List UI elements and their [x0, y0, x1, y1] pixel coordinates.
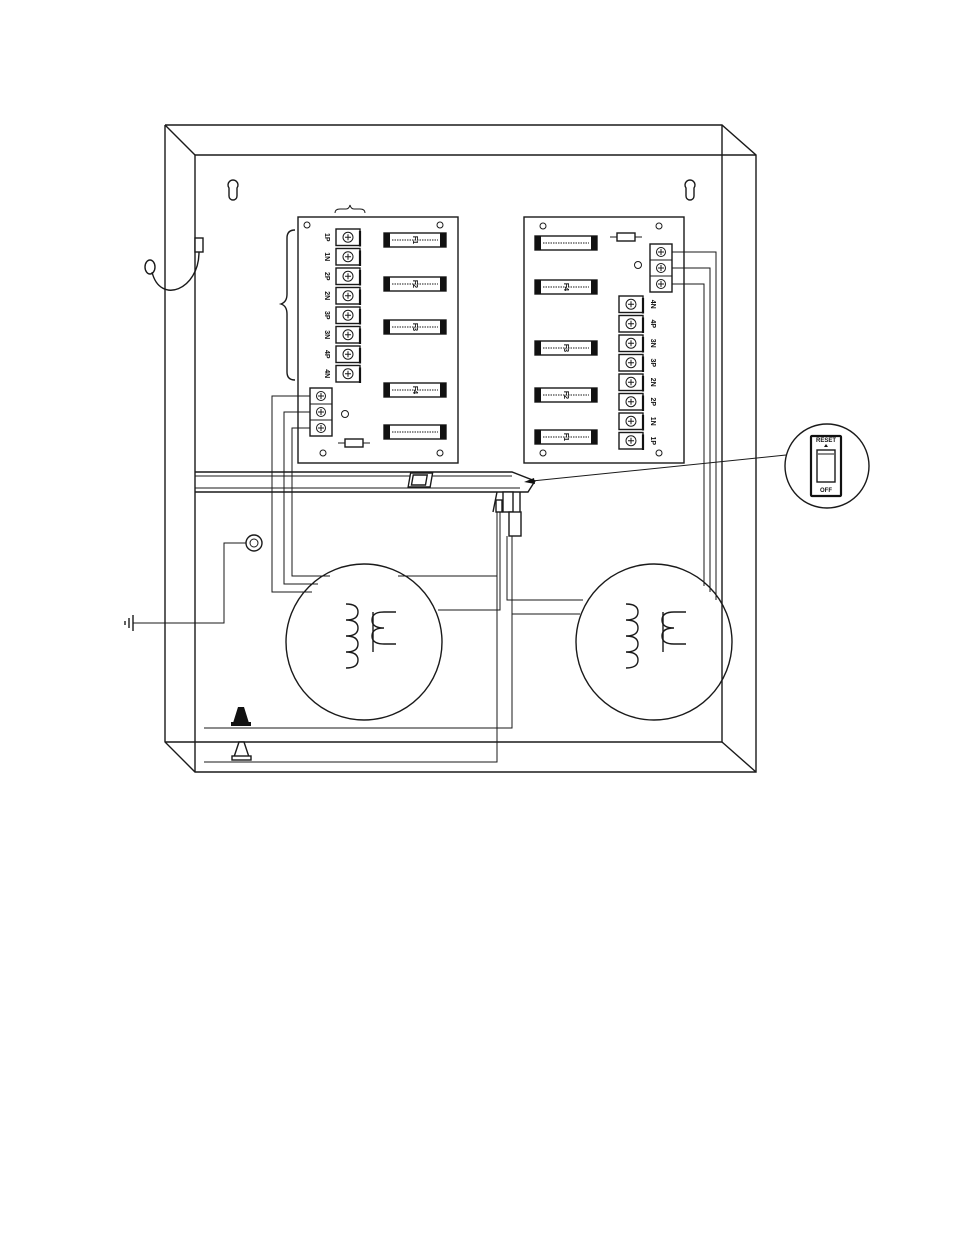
right-terminal: 3N — [619, 335, 656, 353]
right-terminal: 2N — [619, 374, 656, 392]
wire-nut-black — [231, 707, 251, 726]
left-terminal: 2P — [323, 268, 360, 286]
right-terminal-label: 2N — [649, 378, 656, 387]
right-terminal: 3P — [619, 355, 656, 373]
left-terminal: 3P — [323, 307, 360, 325]
left-terminal-label: 3P — [323, 311, 330, 320]
switch-detail-callout: RESET OFF — [785, 424, 869, 508]
keyhole-slot-right — [685, 180, 695, 200]
switch-detail-leader — [524, 455, 786, 484]
left-fuse-label: F1 — [411, 236, 418, 244]
ground-stud — [133, 535, 262, 623]
right-terminal: 4N — [619, 296, 656, 314]
left-terminal-label: 1P — [323, 233, 330, 242]
left-fuse: F1 — [384, 233, 446, 247]
left-terminal-label: 4N — [323, 369, 330, 378]
left-fuse — [384, 425, 446, 439]
left-terminal-label: 2P — [323, 272, 330, 281]
right-terminal-label: 4N — [649, 300, 656, 309]
left-terminal: 2N — [323, 288, 360, 306]
left-terminal-label: 3N — [323, 330, 330, 339]
wire-nut-white — [232, 742, 251, 760]
left-terminal: 3N — [323, 327, 360, 345]
right-fuse: F3 — [535, 341, 597, 355]
right-terminal-label: 3N — [649, 339, 656, 348]
switch-off-label: OFF — [820, 488, 832, 494]
mounting-rail — [195, 472, 535, 492]
right-input-terminal-block — [650, 244, 672, 292]
right-terminal-block: 4N 4P 3N 3P 2N 2P 1N 1P — [619, 296, 656, 450]
right-terminal: 4P — [619, 316, 656, 334]
left-fuse: F4 — [384, 383, 446, 397]
right-fuse-label: F3 — [562, 344, 569, 352]
left-terminal: 1N — [323, 249, 360, 267]
right-terminal-label: 3P — [649, 358, 656, 367]
right-fuse: F2 — [535, 388, 597, 402]
enclosure — [165, 125, 756, 772]
right-terminal: 2P — [619, 394, 656, 412]
left-fuse-label: F3 — [411, 323, 418, 331]
left-terminal: 4P — [323, 346, 360, 364]
transformer-right — [576, 564, 732, 720]
right-fuse: F1 — [535, 430, 597, 444]
left-terminal: 1P — [323, 229, 360, 247]
left-terminal-label: 1N — [323, 252, 330, 261]
left-fuse: F3 — [384, 320, 446, 334]
right-fuse: F4 — [535, 280, 597, 294]
right-fuse-label: F2 — [562, 391, 569, 399]
right-fuse-label: F1 — [562, 433, 569, 441]
right-fuse — [535, 236, 597, 250]
left-input-terminal-block — [310, 388, 332, 436]
keyhole-slot-left — [228, 180, 238, 200]
right-terminal: 1N — [619, 413, 656, 431]
left-fuse-label: F4 — [411, 386, 418, 394]
rocker-switch[interactable] — [408, 473, 521, 536]
right-terminal-label: 1P — [649, 436, 656, 445]
left-terminal: 4N — [323, 366, 360, 384]
right-terminal-label: 1N — [649, 417, 656, 426]
right-fuse-label: F4 — [562, 283, 569, 291]
left-fuse-label: F2 — [411, 280, 418, 288]
transformer-left — [286, 564, 442, 720]
right-terminal: 1P — [619, 433, 656, 451]
left-terminal-label: 4P — [323, 350, 330, 359]
left-fuse: F2 — [384, 277, 446, 291]
switch-reset-label: RESET — [816, 438, 836, 444]
left-terminal-block: 1P 1N 2P 2N 3P 3N 4P 4N — [323, 229, 360, 383]
left-terminal-label: 2N — [323, 291, 330, 300]
earth-ground-icon — [125, 615, 133, 631]
right-terminal-label: 4P — [649, 319, 656, 328]
right-terminal-label: 2P — [649, 397, 656, 406]
